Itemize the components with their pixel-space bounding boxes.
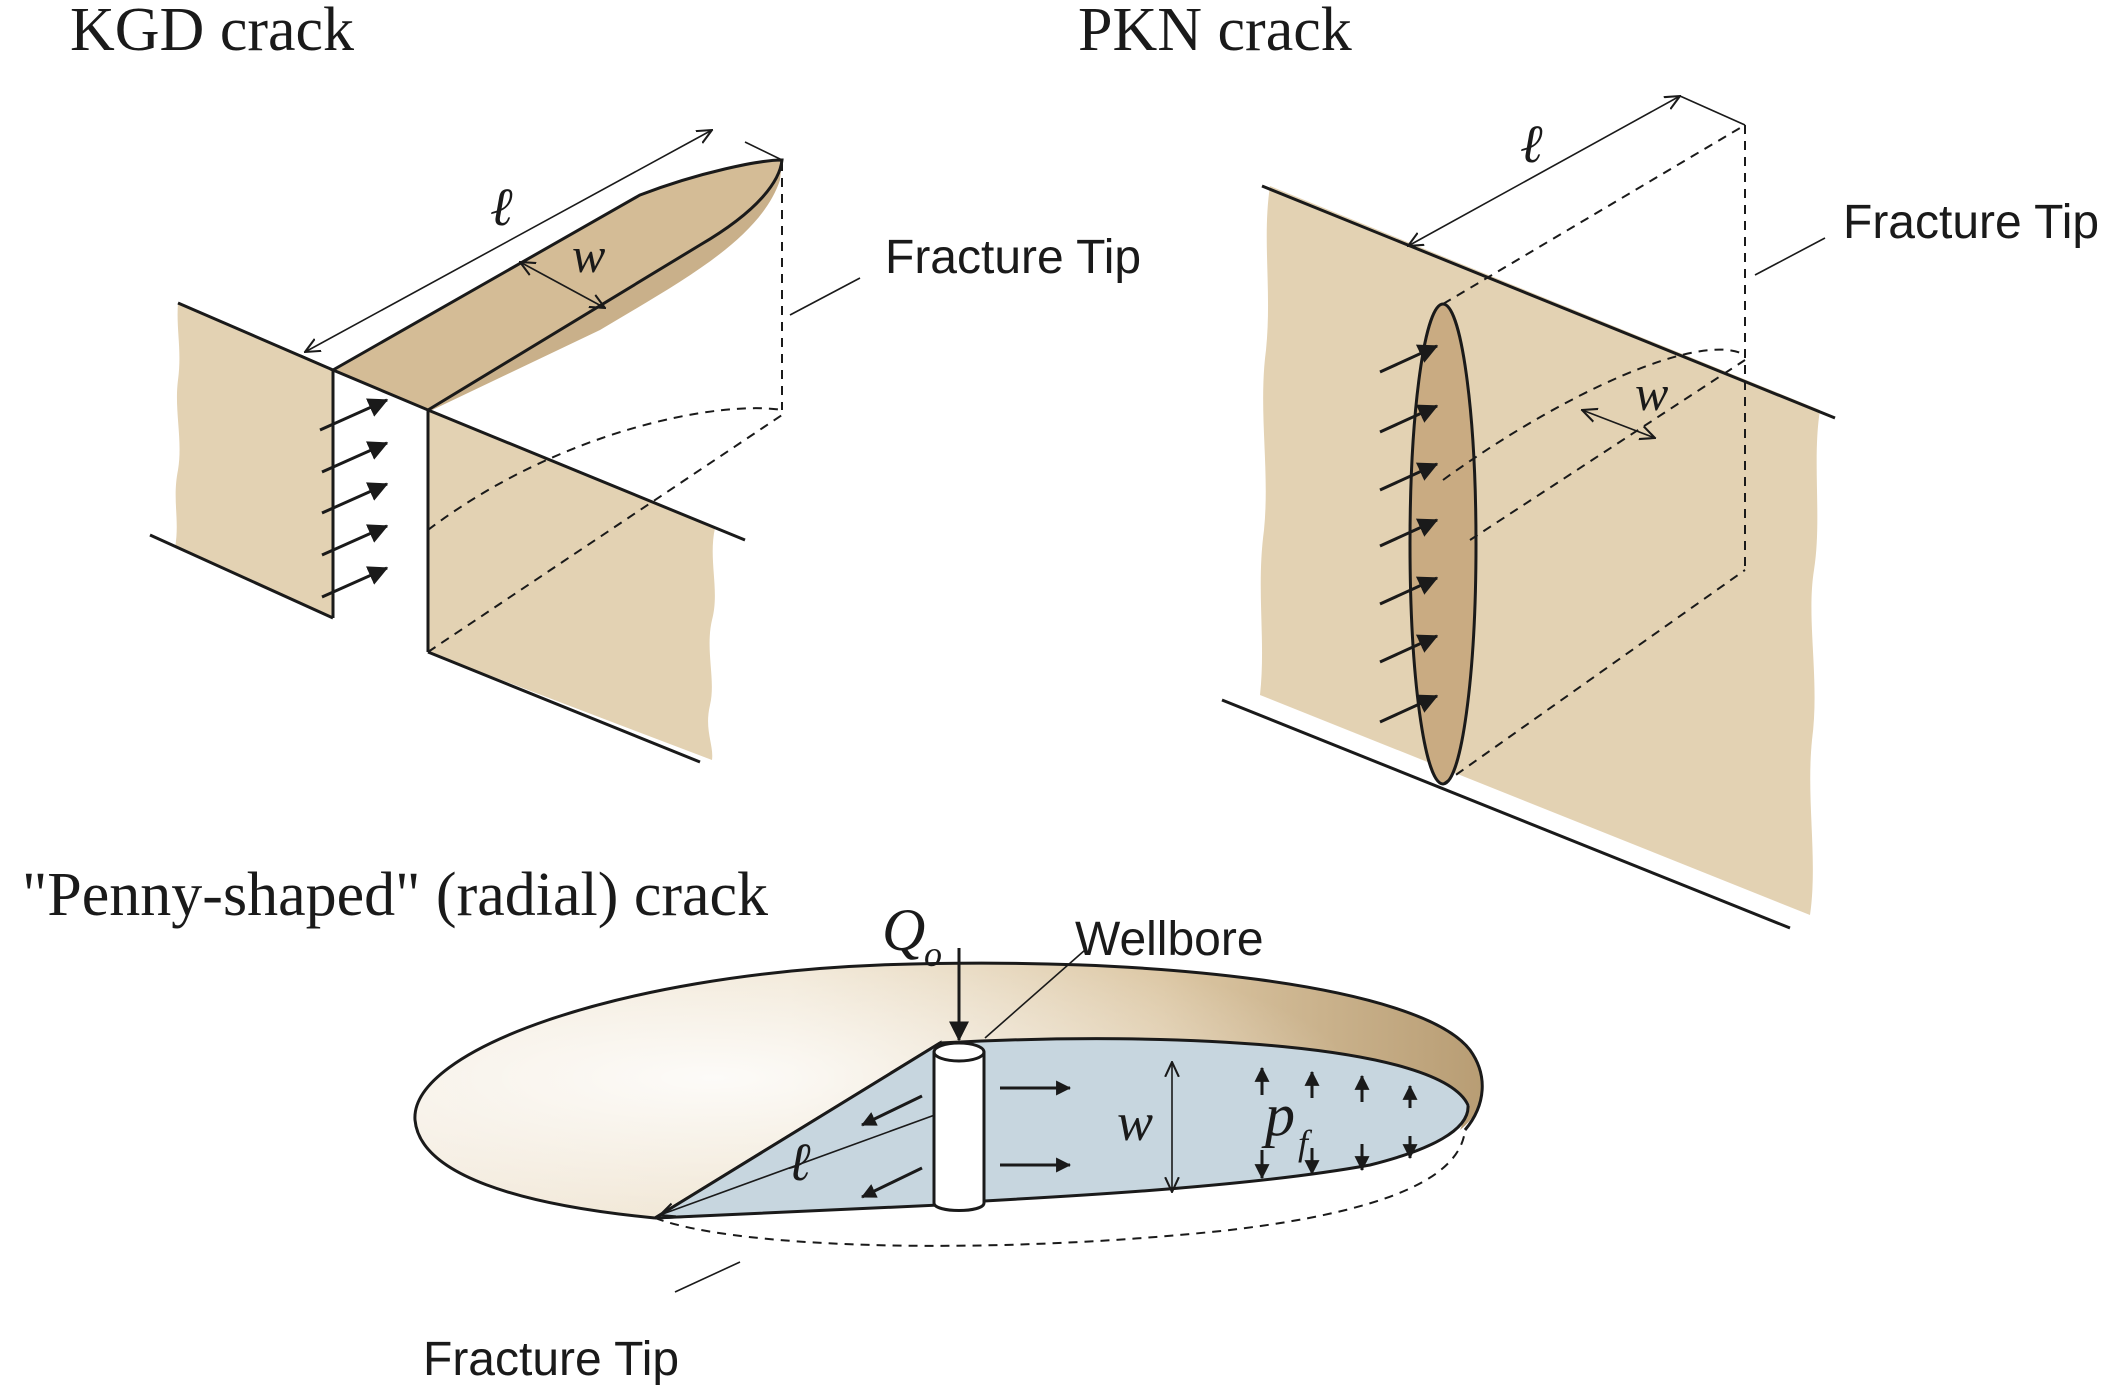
pkn-length-dimension xyxy=(1408,96,1680,246)
penny-flow-arrows-right xyxy=(1000,1080,1072,1173)
kgd-pressure-arrows xyxy=(319,398,389,599)
pkn-top-edge xyxy=(1261,184,1836,420)
kgd-top-edge-right xyxy=(427,408,746,542)
penny-title: "Penny-shaped" (radial) crack xyxy=(22,861,768,929)
penny-flow-symbol: Q xyxy=(882,897,925,963)
pkn-ext-line xyxy=(1679,95,1746,126)
pkn-length-symbol: ℓ xyxy=(1520,114,1543,174)
penny-tip-leader xyxy=(674,1261,741,1293)
kgd-hidden-ellipse xyxy=(427,407,783,531)
pkn-crack-opening xyxy=(1408,302,1478,786)
kgd-width-symbol: w xyxy=(572,227,605,283)
pkn-rock-slab xyxy=(1260,186,1820,915)
pkn-hidden-top xyxy=(1442,124,1746,305)
penny-flow-arrows-left xyxy=(861,1094,923,1199)
kgd-left-block xyxy=(175,303,333,618)
pkn-bottom-edge xyxy=(1221,698,1791,930)
penny-pressure-arrows xyxy=(1254,1066,1418,1180)
kgd-ext-line-1 xyxy=(299,354,334,371)
kgd-ext-line-2 xyxy=(744,141,783,161)
pkn-pressure-arrows xyxy=(1379,344,1439,724)
kgd-width-dimension xyxy=(520,262,605,308)
penny-wellbore-leader xyxy=(984,949,1086,1039)
penny-length-symbol: ℓ xyxy=(788,1132,811,1192)
kgd-bottom-edge-left xyxy=(149,533,334,620)
penny-wellbore-body xyxy=(934,1050,984,1206)
penny-wellbore-bottom xyxy=(932,1202,986,1212)
kgd-diagram: KGD crack ℓ w xyxy=(70,0,1141,764)
pkn-tip-label: Fracture Tip xyxy=(1843,196,2099,249)
penny-pressure-symbol: p xyxy=(1261,1082,1295,1148)
kgd-crack-top xyxy=(329,158,784,412)
pkn-hidden-bottom xyxy=(1442,569,1746,785)
kgd-hidden-bottom xyxy=(427,414,783,653)
penny-diagram: "Penny-shaped" (radial) crack ℓ Q o Well… xyxy=(22,861,1484,1386)
penny-length-line xyxy=(660,1111,944,1215)
pkn-hidden-mid xyxy=(1469,359,1746,541)
pkn-hidden-mid-upper xyxy=(1442,348,1746,481)
penny-hidden-outline xyxy=(654,1129,1466,1247)
pkn-title: PKN crack xyxy=(1078,0,1352,64)
penny-outer-outline xyxy=(413,961,1484,1220)
kgd-right-block xyxy=(428,410,715,760)
kgd-tip-leader xyxy=(789,277,861,316)
penny-flow-subscript: o xyxy=(924,934,942,974)
kgd-tip-label: Fracture Tip xyxy=(885,231,1141,284)
pkn-tip-leader xyxy=(1754,237,1826,276)
pkn-diagram: PKN crack ℓ w Fr xyxy=(1078,0,2099,930)
penny-tip-label: Fracture Tip xyxy=(423,1333,679,1386)
kgd-length-symbol: ℓ xyxy=(490,177,513,237)
penny-width-symbol: w xyxy=(1117,1092,1153,1152)
kgd-length-dimension xyxy=(305,130,712,352)
pkn-width-symbol: w xyxy=(1635,365,1668,421)
kgd-bottom-edge-right xyxy=(427,650,701,764)
penny-wellbore-top xyxy=(932,1041,986,1063)
pkn-width-dimension xyxy=(1582,410,1655,438)
kgd-title: KGD crack xyxy=(70,0,354,64)
penny-wellbore-label: Wellbore xyxy=(1075,913,1264,966)
